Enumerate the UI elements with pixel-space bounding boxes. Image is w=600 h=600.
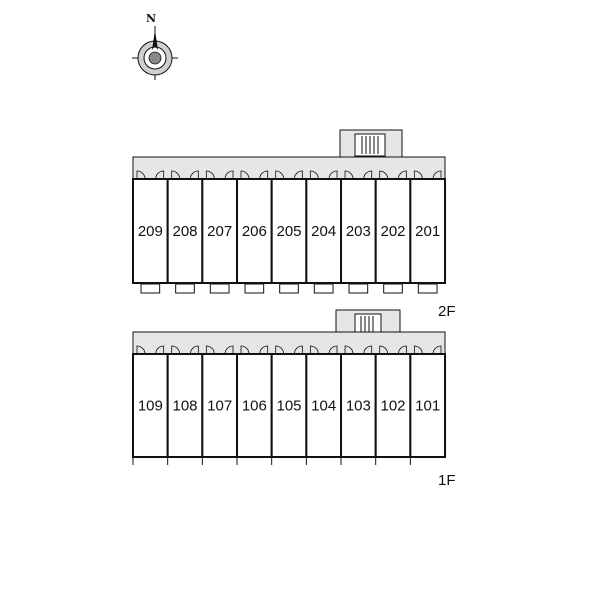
compass-north-label: N xyxy=(146,12,156,25)
unit-number: 108 xyxy=(172,398,197,415)
unit-205: 205 xyxy=(270,170,308,294)
door-icon xyxy=(309,170,319,180)
unit-207: 207 xyxy=(201,170,239,294)
unit-number: 203 xyxy=(346,223,371,240)
door-icon xyxy=(293,345,303,355)
door-icon xyxy=(432,170,442,180)
door-icon xyxy=(379,345,389,355)
unit-number: 104 xyxy=(311,398,336,415)
door-icon xyxy=(136,345,146,355)
staircase-1f-icon xyxy=(354,313,382,335)
balcony xyxy=(175,283,195,294)
unit-number: 208 xyxy=(172,223,197,240)
door-icon xyxy=(259,345,269,355)
door-icon xyxy=(171,170,181,180)
door-icon xyxy=(293,170,303,180)
unit-101: 101 xyxy=(409,345,447,465)
unit-103: 103 xyxy=(340,345,377,465)
balcony xyxy=(383,283,403,294)
compass-rose-icon: N xyxy=(132,12,178,80)
unit-number: 105 xyxy=(276,398,301,415)
floor-label-2f: 2F xyxy=(438,303,456,320)
door-icon xyxy=(413,345,423,355)
unit-102: 102 xyxy=(374,345,412,465)
balcony xyxy=(417,283,438,294)
unit-109: 109 xyxy=(132,345,169,465)
unit-number: 207 xyxy=(207,223,232,240)
door-icon xyxy=(397,345,407,355)
door-icon xyxy=(363,170,373,180)
unit-203: 203 xyxy=(340,170,377,294)
door-icon xyxy=(205,345,215,355)
door-icon xyxy=(240,345,250,355)
unit-number: 106 xyxy=(242,398,267,415)
unit-number: 205 xyxy=(276,223,301,240)
unit-208: 208 xyxy=(166,170,204,294)
balcony xyxy=(244,283,265,294)
floor-1f: 109 108 107 106 105 104 103 102 101 1F xyxy=(132,309,456,489)
unit-number: 107 xyxy=(207,398,232,415)
door-icon xyxy=(155,170,165,180)
door-icon xyxy=(413,170,423,180)
floor-2f: 209 208 207 206 205 204 203 202 201 2F xyxy=(132,129,456,320)
unit-number: 209 xyxy=(138,223,163,240)
door-icon xyxy=(155,345,165,355)
unit-108: 108 xyxy=(166,345,204,465)
door-icon xyxy=(224,345,234,355)
unit-202: 202 xyxy=(374,170,412,294)
unit-number: 109 xyxy=(138,398,163,415)
door-icon xyxy=(275,170,285,180)
unit-104: 104 xyxy=(305,345,343,465)
unit-209: 209 xyxy=(132,170,169,294)
unit-number: 202 xyxy=(381,223,406,240)
unit-106: 106 xyxy=(236,345,273,465)
door-icon xyxy=(275,345,285,355)
door-icon xyxy=(328,170,338,180)
door-icon xyxy=(224,170,234,180)
unit-number: 101 xyxy=(415,398,440,415)
door-icon xyxy=(189,345,199,355)
unit-number: 201 xyxy=(415,223,440,240)
door-icon xyxy=(205,170,215,180)
unit-number: 102 xyxy=(381,398,406,415)
balcony xyxy=(313,283,334,294)
door-icon xyxy=(432,345,442,355)
balcony xyxy=(209,283,230,294)
balcony xyxy=(140,283,161,294)
door-icon xyxy=(309,345,319,355)
door-icon xyxy=(240,170,250,180)
door-icon xyxy=(328,345,338,355)
unit-107: 107 xyxy=(201,345,239,465)
corridor-2f xyxy=(132,156,446,180)
unit-206: 206 xyxy=(236,170,273,294)
door-icon xyxy=(136,170,146,180)
corridor-1f xyxy=(132,331,446,355)
door-icon xyxy=(397,170,407,180)
unit-number: 103 xyxy=(346,398,371,415)
unit-204: 204 xyxy=(305,170,343,294)
unit-105: 105 xyxy=(270,345,308,465)
door-icon xyxy=(379,170,389,180)
floor-label-1f: 1F xyxy=(438,472,456,489)
door-icon xyxy=(363,345,373,355)
unit-number: 204 xyxy=(311,223,336,240)
door-icon xyxy=(344,345,354,355)
door-icon xyxy=(344,170,354,180)
door-icon xyxy=(171,345,181,355)
balcony xyxy=(279,283,299,294)
door-icon xyxy=(189,170,199,180)
unit-number: 206 xyxy=(242,223,267,240)
unit-201: 201 xyxy=(409,170,447,294)
door-icon xyxy=(259,170,269,180)
balcony xyxy=(348,283,369,294)
